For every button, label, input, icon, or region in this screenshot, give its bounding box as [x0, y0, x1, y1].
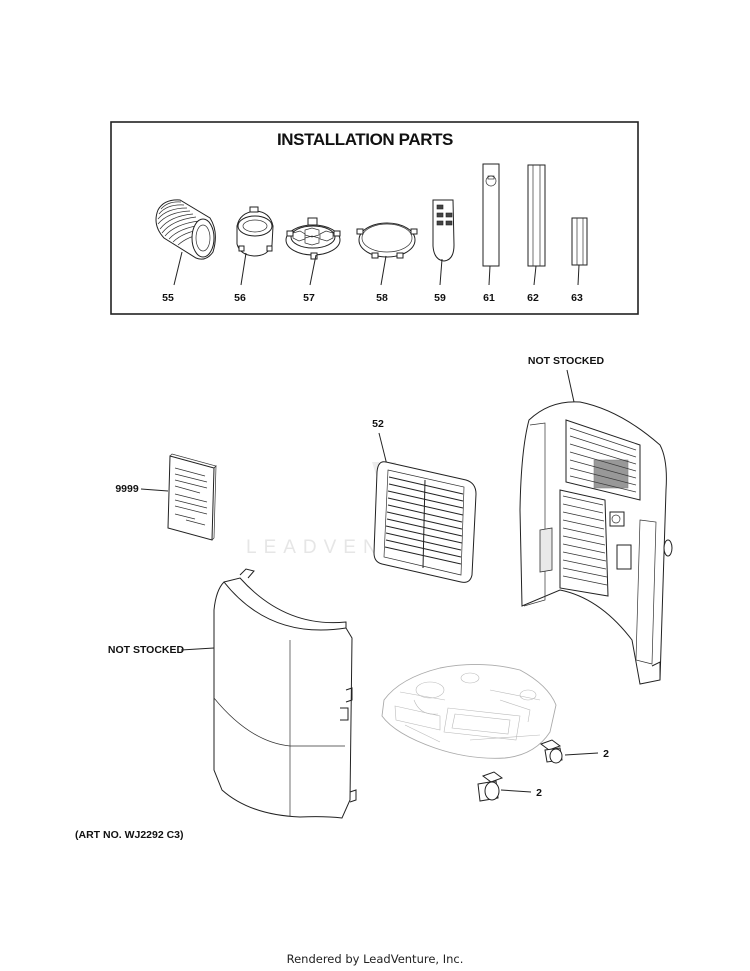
callout-57: 57	[303, 292, 315, 304]
hose-end-cap-drawing	[356, 222, 418, 286]
callout-2-right: 2	[603, 748, 609, 760]
not-stocked-front-label: NOT STOCKED	[108, 644, 185, 656]
callout-55: 55	[162, 292, 174, 304]
caster-right-drawing: 2	[539, 739, 609, 764]
installation-parts-box: INSTALLATION PARTS	[110, 121, 639, 315]
callout-62: 62	[527, 292, 539, 304]
callout-63: 63	[571, 292, 583, 304]
hose-adapter-ring-drawing	[236, 206, 274, 286]
callout-61: 61	[483, 292, 495, 304]
callout-56: 56	[234, 292, 246, 304]
remote-control-drawing	[432, 199, 455, 286]
owners-manual-drawing: 9999	[115, 453, 217, 541]
art-number: (ART NO. WJ2292 C3)	[75, 829, 184, 841]
rear-cabinet-drawing: NOT STOCKED	[519, 355, 673, 685]
callout-9999: 9999	[115, 483, 139, 495]
rear-grille-drawing: 52	[372, 418, 477, 583]
caster-front-drawing: 2	[477, 771, 542, 802]
callout-52: 52	[372, 418, 384, 430]
exhaust-hose-drawing	[155, 199, 216, 286]
base-drawing	[381, 664, 557, 759]
window-connector-drawing	[285, 217, 341, 286]
callout-58: 58	[376, 292, 388, 304]
callout-2-front: 2	[536, 787, 542, 799]
footer-credit: Rendered by LeadVenture, Inc.	[287, 952, 464, 966]
installation-parts-title: INSTALLATION PARTS	[277, 130, 453, 149]
window-panel-extension-drawing	[527, 164, 546, 286]
front-cabinet-drawing: NOT STOCKED	[108, 568, 357, 819]
not-stocked-rear-label: NOT STOCKED	[528, 355, 605, 367]
window-panel-long-drawing	[482, 163, 500, 286]
callout-59: 59	[434, 292, 446, 304]
window-panel-short-drawing	[571, 217, 588, 286]
